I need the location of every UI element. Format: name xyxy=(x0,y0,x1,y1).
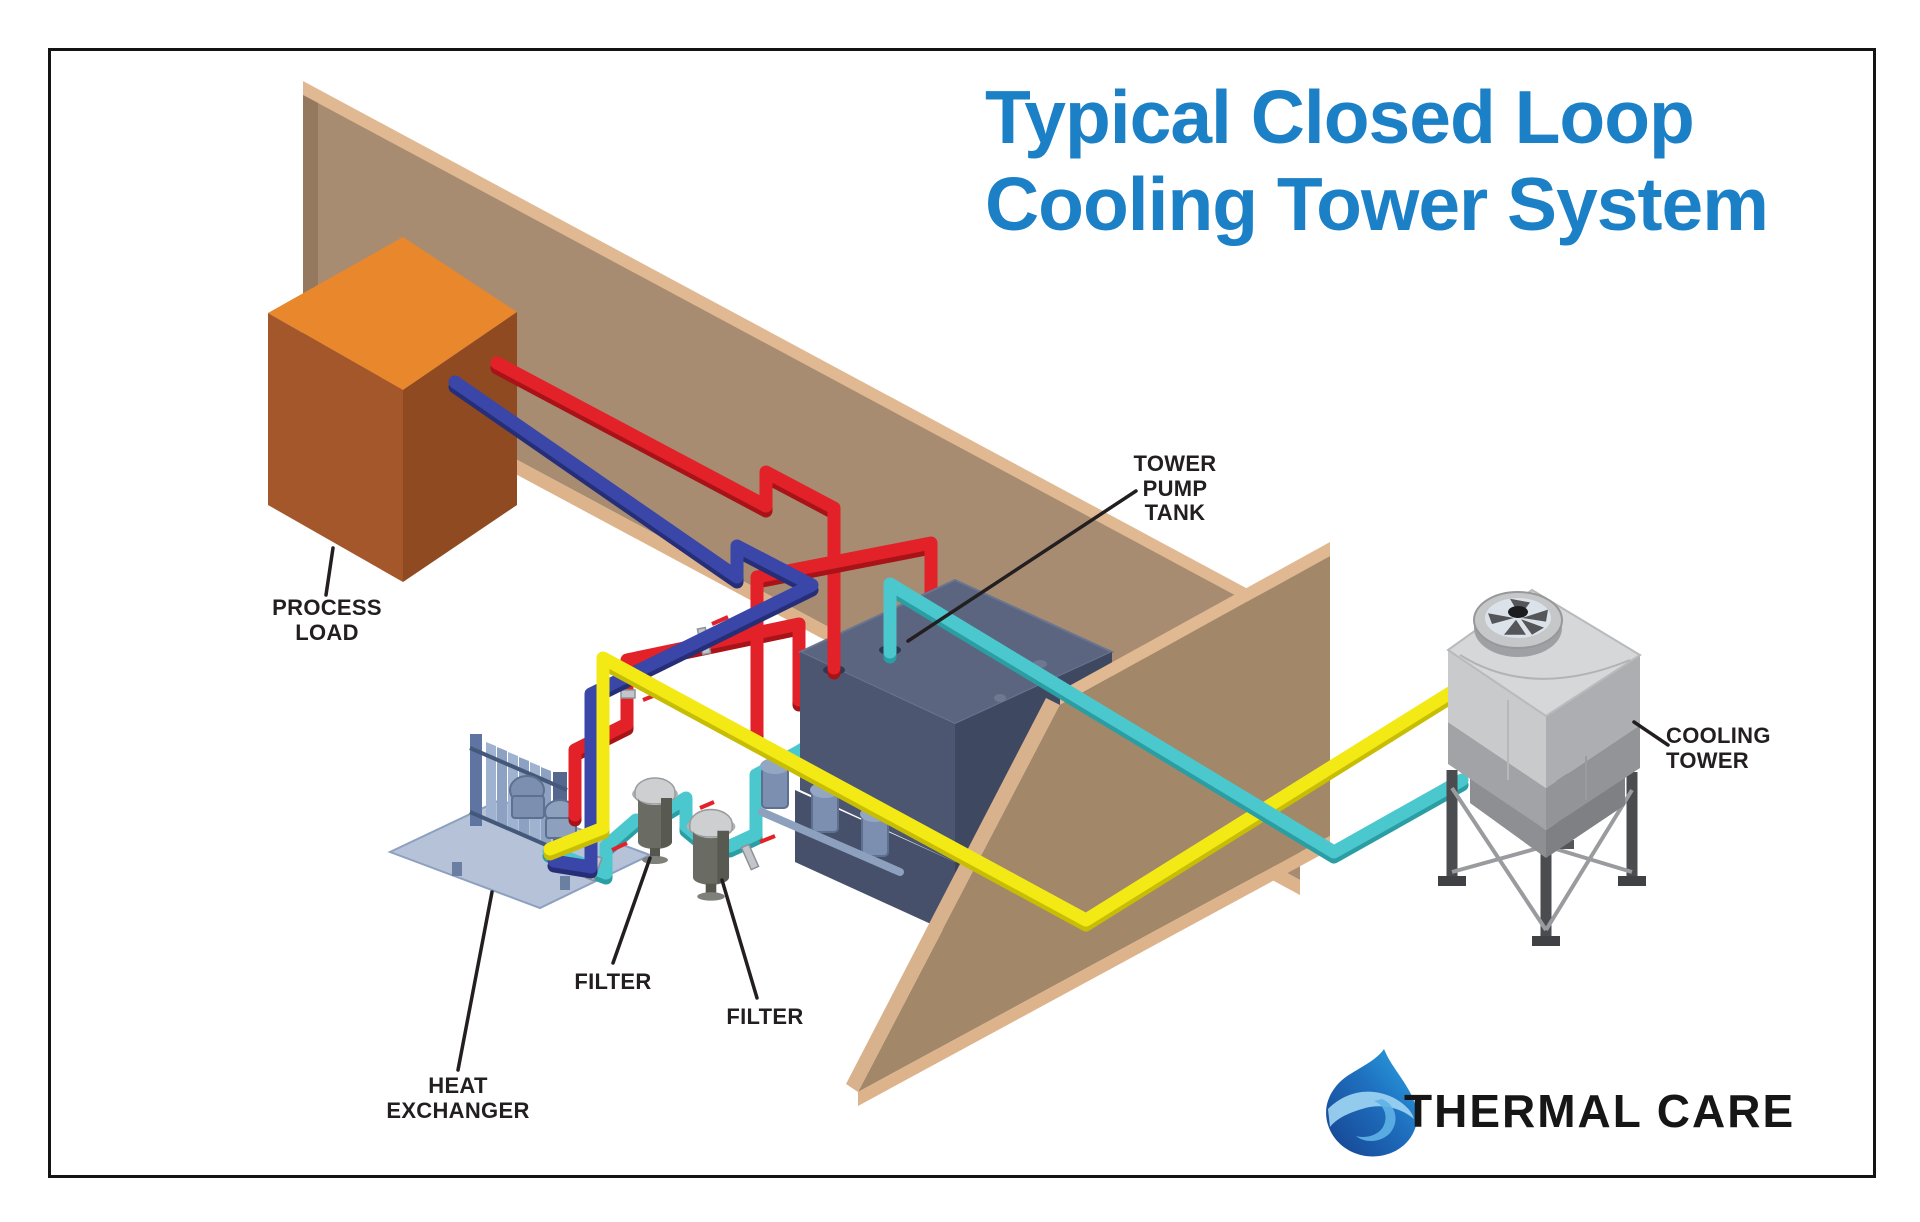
filter-illustration-right xyxy=(686,808,736,901)
leader-lines xyxy=(324,489,1670,1072)
leader-filter-left xyxy=(611,856,652,965)
leader-tower-pump-tank xyxy=(906,489,1138,643)
cooling-tower-illustration xyxy=(1438,588,1646,946)
filter-illustration-left xyxy=(632,777,678,864)
diagram-title: Typical Closed Loop Cooling Tower System xyxy=(985,75,1769,246)
fan-icon xyxy=(1473,591,1563,657)
label-tower-pump-tank: TOWER PUMP TANK xyxy=(1133,451,1217,526)
leader-filter-right xyxy=(720,878,759,1000)
pipe-cold-blue-run xyxy=(448,375,819,879)
label-process-load: PROCESS LOAD xyxy=(272,595,382,645)
pipe-yellow-supply-run xyxy=(543,651,1465,932)
logo-wordmark: THERMAL CARE xyxy=(1404,1085,1796,1137)
label-cooling-tower: COOLING TOWER xyxy=(1666,723,1771,773)
water-drop-icon xyxy=(1326,1049,1418,1157)
pipe-cyan-return-run xyxy=(883,577,1469,864)
label-heat-exchanger: HEAT EXCHANGER xyxy=(386,1073,530,1123)
thermal-care-logo: THERMAL CARE xyxy=(1322,1046,1842,1176)
label-filter-left: FILTER xyxy=(574,969,652,994)
label-filter-right: FILTER xyxy=(726,1004,804,1029)
process-load-box xyxy=(268,237,517,582)
diagram-border xyxy=(48,48,1876,1178)
leader-heat-exchanger xyxy=(456,890,494,1072)
wall-near xyxy=(846,542,1330,1106)
leader-cooling-tower xyxy=(1632,720,1670,747)
leader-process-load xyxy=(324,546,335,597)
